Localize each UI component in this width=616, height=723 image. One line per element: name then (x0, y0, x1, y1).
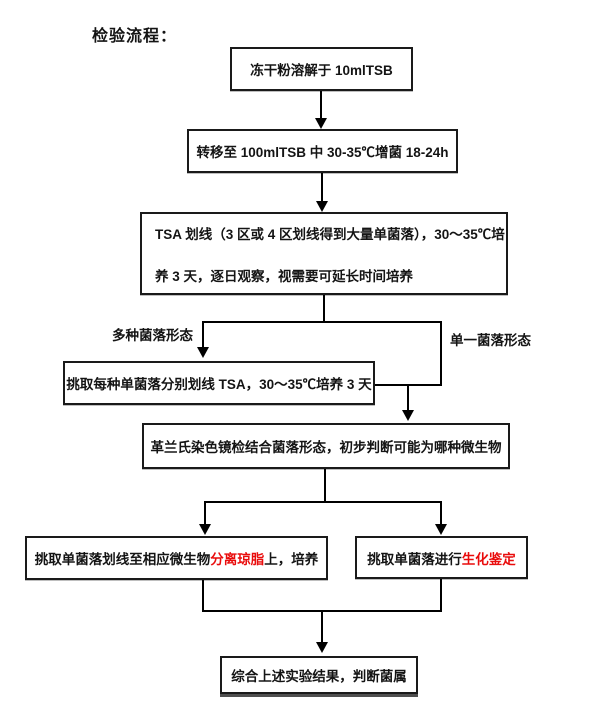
branch-label-single-colony: 单一菌落形态 (450, 333, 531, 348)
arrow-down-icon (315, 118, 327, 129)
arrow-down-icon (402, 410, 414, 421)
connector-line (407, 386, 409, 411)
flow-node-label: 转移至 100mlTSB 中 30-35℃增菌 18-24h (196, 145, 449, 160)
page-title: 检验流程： (92, 28, 178, 45)
branch-label-multiple-colonies: 多种菌落形态 (112, 328, 193, 343)
connector-line (320, 91, 322, 119)
highlight-text-isolation-agar: 分离琼脂 (210, 552, 265, 567)
flow-node-label: 挑取单菌落进行生化鉴定 (367, 551, 516, 567)
connector-line (204, 501, 206, 524)
flow-node-label: 挑取单菌落划线至相应微生物分离琼脂上，培养 (34, 552, 319, 567)
flow-node-label: 挑取每种单菌落分别划线 TSA，30～35℃培养 3 天 (66, 377, 372, 392)
flow-node-isolate-agar: 挑取单菌落划线至相应微生物分离琼脂上，培养 (25, 536, 328, 580)
connector-line (440, 501, 442, 524)
flow-node-label-line1: TSA 划线（3 区或 4 区划线得到大量单菌落），30～35℃培 (155, 227, 505, 242)
connector-line (321, 173, 323, 202)
connector-line (321, 610, 323, 643)
arrow-down-icon (435, 524, 447, 535)
merge-line (375, 384, 442, 386)
arrow-down-icon (316, 642, 328, 653)
arrow-down-icon (199, 524, 211, 535)
flow-node-label: 冻干粉溶解于 10mlTSB (250, 63, 393, 78)
connector-line (440, 321, 442, 386)
flow-node-gram-stain: 革兰氏染色镜检结合菌落形态，初步判断可能为哪种微生物 (142, 423, 510, 469)
flow-node-label: 综合上述实验结果，判断菌属 (231, 669, 407, 684)
flow-node-tsa-streak: TSA 划线（3 区或 4 区划线得到大量单菌落），30～35℃培 养 3 天，… (140, 212, 508, 295)
flow-node-biochemical-id: 挑取单菌落进行生化鉴定 (355, 536, 528, 579)
branch-split-line (202, 321, 442, 323)
connector-line (324, 469, 326, 503)
branch-split-line (204, 501, 442, 503)
flow-node-label-line2: 养 3 天，逐日观察，视需要可延长时间培养 (155, 268, 414, 284)
flow-node-label: 革兰氏染色镜检结合菌落形态，初步判断可能为哪种微生物 (150, 440, 502, 455)
highlight-text-biochemical-id: 生化鉴定 (461, 551, 516, 567)
flow-node-conclusion: 综合上述实验结果，判断菌属 (220, 656, 418, 694)
connector-line (323, 295, 325, 323)
flow-node-dissolve: 冻干粉溶解于 10mlTSB (230, 47, 413, 91)
connector-line (202, 580, 204, 612)
arrow-down-icon (316, 201, 328, 212)
connector-line (440, 579, 442, 612)
flow-node-pick-each-colony: 挑取每种单菌落分别划线 TSA，30～35℃培养 3 天 (63, 361, 375, 405)
flow-node-enrich: 转移至 100mlTSB 中 30-35℃增菌 18-24h (187, 129, 458, 173)
arrow-down-icon (197, 347, 209, 358)
connector-line (202, 321, 204, 348)
